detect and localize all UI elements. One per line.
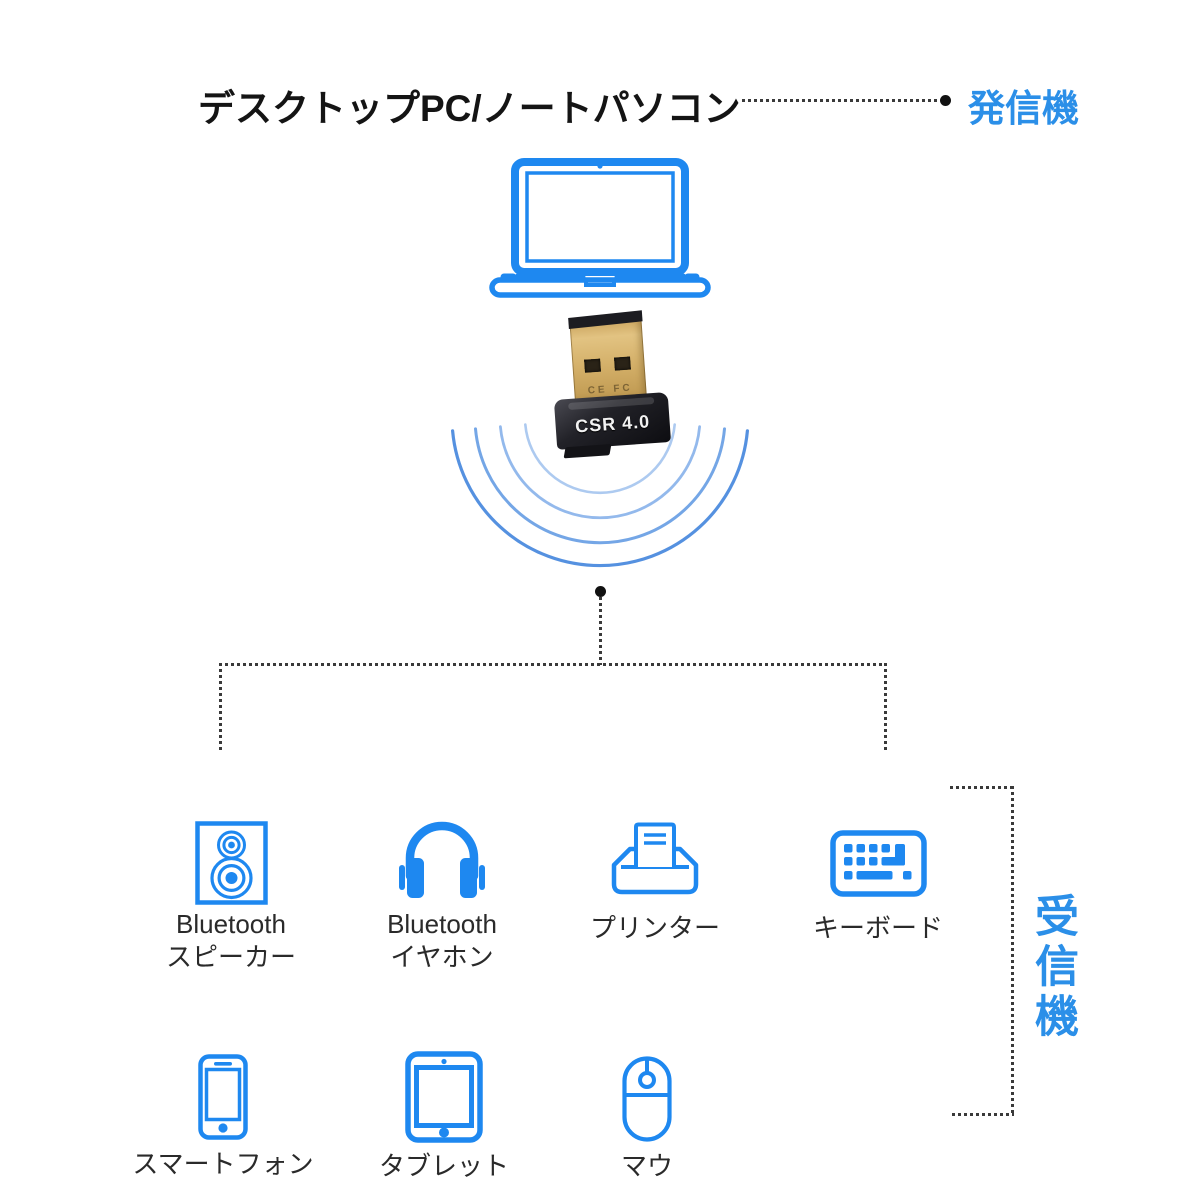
receiver-bracket-bottom: [952, 1113, 1014, 1116]
branch-right-line: [884, 663, 887, 753]
branch-horizontal-line: [219, 663, 887, 666]
smartphone-label: スマートフォン: [132, 1149, 314, 1179]
branch-stem-line: [599, 597, 602, 665]
laptop-icon: [489, 158, 711, 298]
printer-label: プリンター: [589, 913, 721, 943]
transmitter-dot: [940, 95, 951, 106]
transmitter-dotted-line: [742, 99, 940, 102]
keyboard-icon: [830, 830, 927, 897]
dongle-usb-connector: CE FC: [568, 310, 647, 401]
receiver-label: 受信機: [1028, 893, 1077, 1043]
bluetooth-earphone-label: Bluetooth イヤホン: [387, 909, 497, 972]
bluetooth-earphone-icon: [399, 821, 485, 898]
smartphone-icon: [198, 1054, 248, 1140]
receiver-bracket-top: [950, 786, 1014, 789]
bluetooth-speaker-icon: [195, 821, 268, 905]
transmitter-label: 発信機: [968, 88, 1079, 129]
mouse-label: マウ: [620, 1151, 674, 1181]
bluetooth-speaker-label: Bluetooth スピーカー: [165, 909, 297, 972]
mouse-icon: [622, 1056, 672, 1142]
tablet-icon: [405, 1051, 483, 1143]
signal-endpoint-dot: [595, 586, 606, 597]
tablet-label: タブレット: [378, 1151, 510, 1181]
printer-icon: [611, 822, 699, 895]
dongle-connector-edge: [568, 310, 643, 330]
wireless-signal-icon: [451, 423, 749, 568]
receiver-bracket-line: [1011, 786, 1014, 1116]
page-title: デスクトップPC/ノートパソコン: [198, 88, 741, 129]
keyboard-label: キーボード: [812, 913, 944, 943]
branch-left-line: [219, 663, 222, 753]
